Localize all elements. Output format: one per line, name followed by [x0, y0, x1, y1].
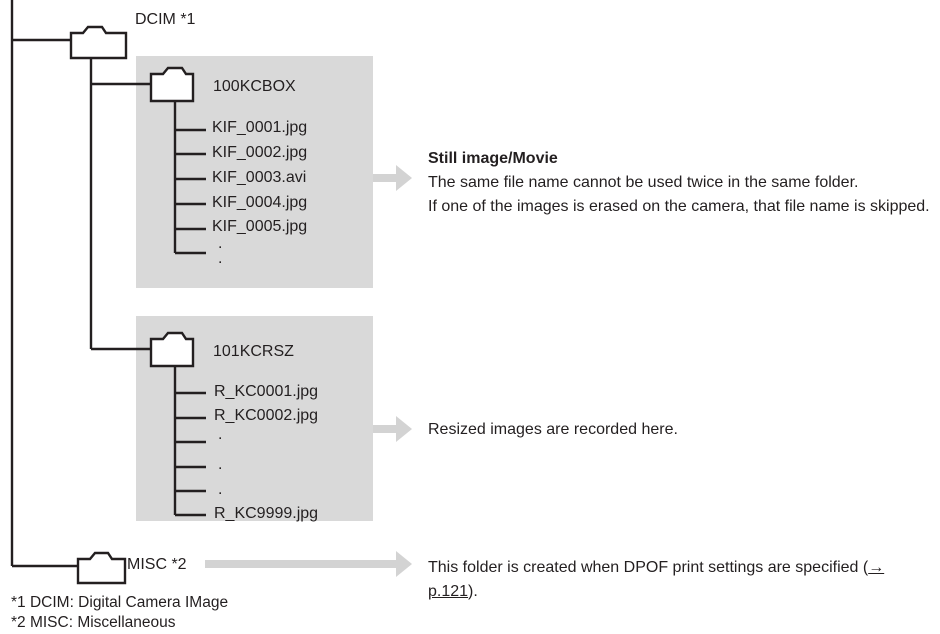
file-name: R_KC9999.jpg: [214, 505, 319, 522]
still-image-heading: Still image/Movie: [428, 150, 558, 167]
misc-folder-label: MISC *2: [127, 556, 187, 573]
page-reference-link[interactable]: → p.121: [428, 559, 885, 600]
arrow-misc: [205, 551, 412, 577]
file-name: KIF_0001.jpg: [212, 119, 308, 136]
ellipsis-dot: .: [218, 235, 223, 252]
misc-folder-icon: [76, 551, 127, 585]
still-image-note: Still image/Movie The same file name can…: [428, 147, 938, 219]
file-name: R_KC0001.jpg: [214, 383, 319, 400]
still-image-line1: The same file name cannot be used twice …: [428, 174, 859, 191]
100kcbox-folder-icon: [149, 66, 195, 103]
101kcrsz-folder-label: 101KCRSZ: [213, 343, 294, 360]
ellipsis-dot: .: [218, 481, 223, 498]
file-name: KIF_0005.jpg: [212, 218, 308, 235]
ellipsis-dot: .: [218, 250, 223, 267]
dcim-folder-icon: [69, 25, 128, 60]
resized-note: Resized images are recorded here.: [428, 421, 678, 438]
file-name: KIF_0004.jpg: [212, 194, 308, 211]
misc-note: This folder is created when DPOF print s…: [428, 556, 918, 604]
misc-note-close: ).: [468, 583, 478, 600]
file-name: KIF_0003.avi: [212, 169, 307, 186]
101kcrsz-folder-icon: [149, 331, 195, 368]
arrow-still-image: [373, 165, 412, 191]
misc-note-text: This folder is created when DPOF print s…: [428, 559, 869, 576]
file-name: R_KC0002.jpg: [214, 407, 319, 424]
file-name: KIF_0002.jpg: [212, 144, 308, 161]
still-image-line2: If one of the images is erased on the ca…: [428, 198, 930, 215]
arrow-resized: [373, 416, 412, 442]
footnote-dcim: *1 DCIM: Digital Camera IMage: [11, 594, 229, 611]
ellipsis-dot: .: [218, 456, 223, 473]
dcim-folder-label: DCIM *1: [135, 11, 196, 28]
ellipsis-dot: .: [218, 426, 223, 443]
footnote-misc: *2 MISC: Miscellaneous: [11, 614, 176, 631]
100kcbox-folder-label: 100KCBOX: [213, 78, 296, 95]
